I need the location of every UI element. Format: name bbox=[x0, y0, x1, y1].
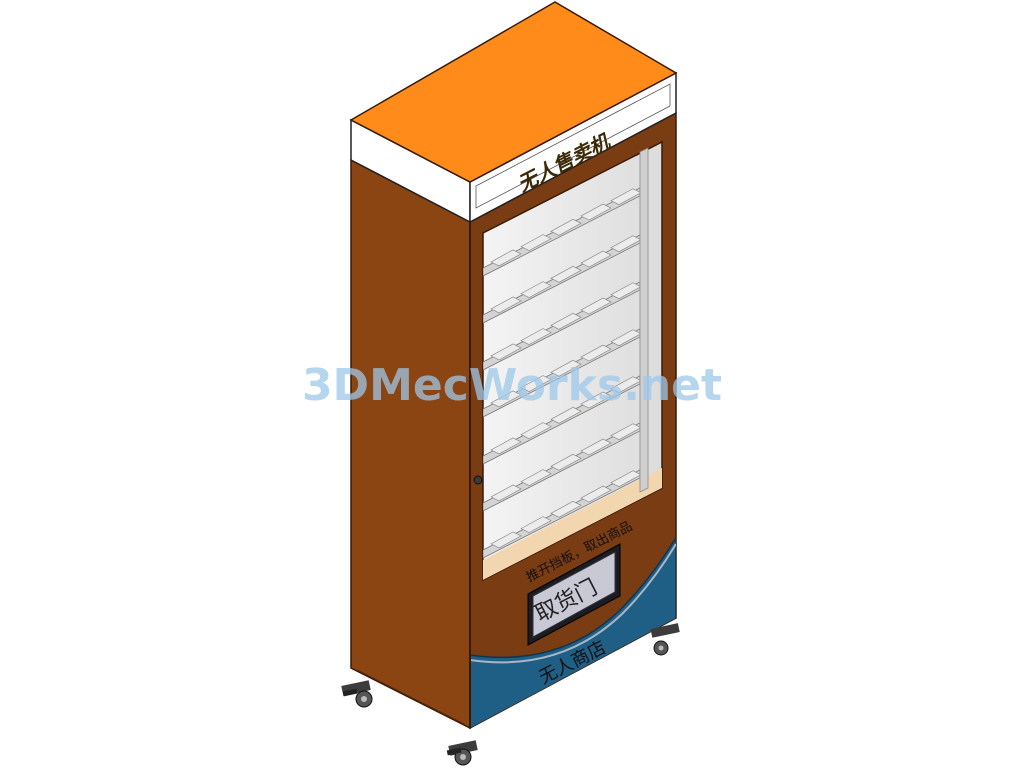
side-panel-edge bbox=[356, 669, 465, 725]
shelf-slot bbox=[580, 250, 612, 268]
shelf-slot bbox=[580, 203, 612, 221]
caster-front-right bbox=[650, 623, 680, 656]
vending-machine: 推开挡板，取出商品 取货门 无人商店 无人售卖机 bbox=[341, 1, 680, 766]
shelf-slot bbox=[550, 218, 582, 236]
shelf-slot bbox=[490, 343, 522, 361]
shelf-slot bbox=[520, 422, 552, 440]
shelf-slot bbox=[490, 249, 522, 267]
shelf-slot bbox=[520, 469, 552, 487]
shelf-slot bbox=[580, 391, 612, 409]
shelf-slot bbox=[490, 296, 522, 314]
shelf-slot bbox=[520, 328, 552, 346]
watermark-text: 3DMecWorks.net bbox=[302, 360, 722, 411]
shelf-slot bbox=[550, 359, 582, 377]
cabinet-floor bbox=[483, 468, 662, 580]
shelf-slot bbox=[580, 438, 612, 456]
shelf-slot bbox=[550, 453, 582, 471]
shelf-slot bbox=[520, 375, 552, 393]
pickup-door[interactable]: 取货门 bbox=[527, 543, 621, 646]
caster-front-left bbox=[446, 740, 478, 766]
shelf-slot bbox=[580, 344, 612, 362]
shelf-slot bbox=[520, 516, 552, 534]
door-lock-icon[interactable] bbox=[473, 475, 483, 485]
sign-inner-frame bbox=[475, 83, 671, 209]
caster-back-left bbox=[341, 680, 373, 708]
shelf-slot bbox=[550, 500, 582, 518]
shelf-slot bbox=[490, 484, 522, 502]
top-lid bbox=[349, 1, 678, 183]
shelf-stack bbox=[483, 187, 662, 580]
shelf-slot bbox=[490, 437, 522, 455]
shelf-slot bbox=[580, 297, 612, 315]
shelf-slot bbox=[550, 312, 582, 330]
shelf-slot bbox=[490, 531, 522, 549]
base-band-highlight bbox=[470, 543, 676, 664]
shelf-rail bbox=[639, 147, 649, 493]
shelf-slot bbox=[550, 265, 582, 283]
shelf-slot bbox=[550, 406, 582, 424]
shelf-slot bbox=[520, 234, 552, 252]
cabinet-side-panel bbox=[350, 158, 471, 730]
shelf-slot bbox=[490, 390, 522, 408]
base-band bbox=[470, 535, 676, 728]
shelf-slot bbox=[580, 485, 612, 503]
shelf-slot bbox=[520, 281, 552, 299]
